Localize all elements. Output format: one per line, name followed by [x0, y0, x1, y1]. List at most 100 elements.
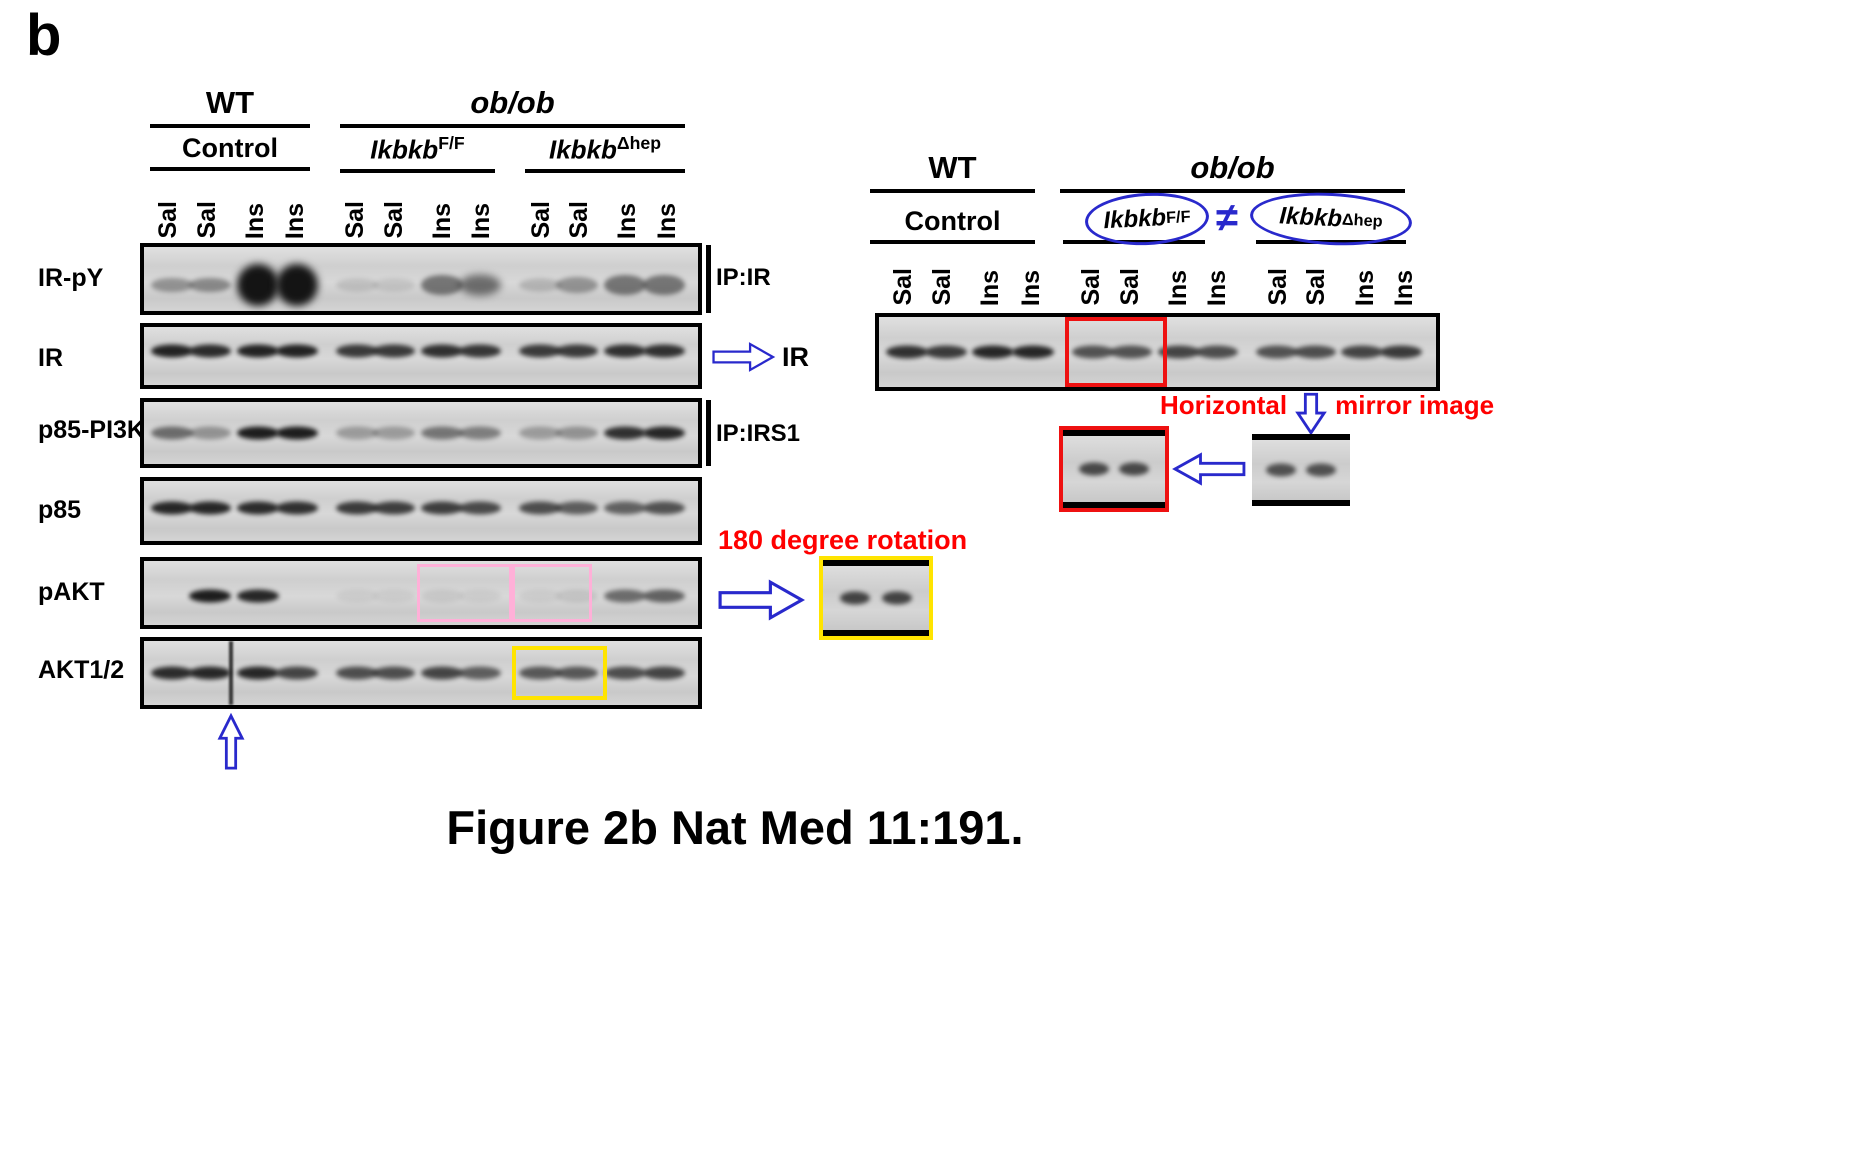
ip-ir-label: IP:IR: [716, 264, 771, 291]
blot-band: [150, 426, 193, 440]
ir-arrow-label: IR: [782, 342, 809, 372]
blot-band: [236, 264, 279, 307]
lane-label: Sal: [1115, 246, 1145, 306]
blot-band: [276, 666, 319, 680]
blot-band: [1255, 345, 1298, 359]
blot-band: [150, 344, 193, 358]
ip-irs1-bracket: [706, 400, 711, 466]
ip-ir-bracket: [706, 245, 711, 313]
left-group-header-wt: WT: [150, 85, 310, 128]
blot-band: [150, 501, 193, 515]
gene-name: Ikbkb: [1102, 204, 1167, 235]
blot-band: [642, 589, 685, 603]
blot-band: [276, 344, 319, 358]
mirror-note: Horizontal mirror image: [1160, 390, 1494, 436]
right-group-header-obob: ob/ob: [1060, 150, 1405, 193]
lane-label-text: Ins: [240, 202, 269, 239]
blot-band: [373, 666, 416, 680]
blot-row-pakt: [140, 557, 702, 629]
blot-band: [189, 426, 232, 440]
blot-band: [1078, 462, 1109, 476]
blot-band: [1071, 345, 1114, 359]
blot-band: [459, 666, 502, 680]
right-blot-strip: [875, 313, 1440, 391]
blot-band: [276, 264, 319, 307]
blot-band: [1266, 463, 1297, 477]
lane-label-text: Sal: [1115, 268, 1144, 306]
mirror-left-arrow-icon: [1172, 452, 1246, 486]
rotated-blot-crop: [819, 556, 933, 640]
lane-label: Sal: [526, 177, 556, 239]
blot-band: [556, 426, 599, 440]
blot-band: [335, 666, 378, 680]
blot-band: [373, 589, 416, 603]
blot-row-ir: [140, 323, 702, 389]
blot-band: [924, 345, 967, 359]
row-label-akt12: AKT1/2: [38, 656, 125, 684]
blot-band: [421, 589, 464, 603]
blot-band: [603, 426, 646, 440]
gene-superscript: Δhep: [616, 133, 662, 153]
right-subgroup-control: Control: [870, 206, 1035, 244]
blot-band: [236, 344, 279, 358]
blot-band: [189, 589, 232, 603]
blot-band: [972, 345, 1015, 359]
lane-label: Ins: [652, 177, 682, 239]
blot-band: [459, 274, 502, 296]
blot-band: [335, 344, 378, 358]
blot-band: [459, 589, 502, 603]
blot-band: [373, 426, 416, 440]
row-label-pakt: pAKT: [38, 578, 105, 606]
blot-row-p85: [140, 477, 702, 545]
lane-label: Sal: [888, 246, 918, 306]
blot-band: [642, 426, 685, 440]
gene-superscript: Δhep: [1341, 210, 1384, 231]
blot-band: [421, 666, 464, 680]
not-equal-symbol: ≠: [1216, 196, 1238, 240]
lane-label: Ins: [1203, 246, 1233, 306]
blot-band: [518, 344, 561, 358]
rotation-note: 180 degree rotation: [718, 525, 968, 555]
blot-band: [556, 589, 599, 603]
red-highlight-box: [1065, 317, 1167, 387]
right-group-header-wt: WT: [870, 150, 1035, 193]
blot-band: [518, 666, 561, 680]
blot-band: [335, 501, 378, 515]
lane-label: Sal: [153, 177, 183, 239]
lane-label-text: Ins: [1164, 269, 1193, 306]
left-subgroup-ikbkb-ff: IkbkbF/F: [340, 133, 495, 173]
lane-label-text: Sal: [153, 201, 182, 239]
blot-band: [1012, 345, 1055, 359]
blot-band: [518, 589, 561, 603]
blot-band: [373, 501, 416, 515]
row-label-ir-py: IR-pY: [38, 264, 104, 292]
blot-band: [421, 275, 464, 296]
blot-band: [518, 278, 561, 292]
lane-label: Ins: [281, 177, 311, 239]
blot-band: [603, 589, 646, 603]
lane-label-text: Sal: [1302, 268, 1331, 306]
lane-label-text: Sal: [526, 201, 555, 239]
gene-superscript: F/F: [1165, 207, 1191, 227]
row-label-ir: IR: [38, 344, 63, 372]
blot-band: [459, 501, 502, 515]
lane-label: Sal: [379, 177, 409, 239]
blot-band: [189, 501, 232, 515]
blot-band: [421, 344, 464, 358]
blot-band: [189, 666, 232, 680]
blot-band: [335, 278, 378, 292]
blot-band: [189, 278, 232, 293]
mirrored-blot-crop: [1059, 426, 1169, 512]
yellow-highlight-box: [512, 646, 607, 700]
blot-band: [1109, 345, 1152, 359]
blot-band: [556, 666, 599, 680]
blot-band: [1293, 345, 1336, 359]
left-group-header-obob: ob/ob: [340, 85, 685, 128]
ip-irs1-label: IP:IRS1: [716, 420, 801, 447]
blot-band: [459, 426, 502, 440]
blot-band: [603, 501, 646, 515]
blot-band: [373, 344, 416, 358]
row-label-p85-pi3k: p85-PI3K: [38, 416, 145, 444]
blot-band: [1341, 345, 1384, 359]
